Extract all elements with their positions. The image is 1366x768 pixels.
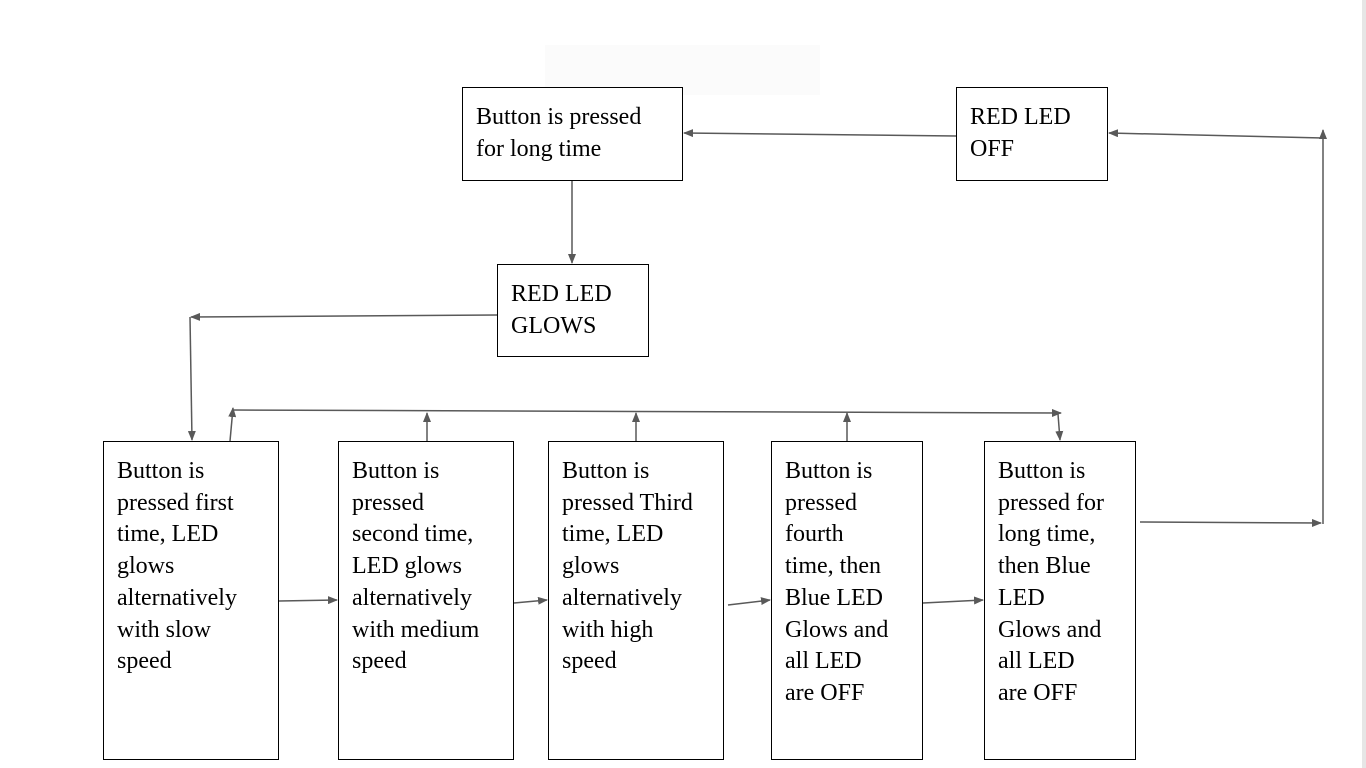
node-second-press: Button is pressed second time, LED glows… — [338, 441, 514, 760]
node-third-press: Button is pressed Third time, LED glows … — [548, 441, 724, 760]
arrow-first-to-second — [278, 596, 338, 605]
arrow-third-to-fourth — [727, 597, 771, 606]
arrow-right-rail-to-red-off — [1108, 129, 1324, 139]
arrow-second-to-third — [513, 596, 548, 605]
node-red-led-off: RED LED OFF — [956, 87, 1108, 181]
arrow-last-to-right-rail — [1139, 518, 1322, 527]
page-right-edge — [1362, 0, 1366, 768]
faint-background-bar — [545, 45, 820, 95]
node-long-press-bottom: Button is pressed for long time, then Bl… — [984, 441, 1136, 760]
node-first-press: Button is pressed first time, LED glows … — [103, 441, 279, 760]
arrow-red-glows-to-left — [190, 312, 498, 321]
arrow-red-off-to-long-press — [683, 129, 957, 138]
arrow-bus-down-to-last — [1055, 413, 1064, 441]
bus-line — [232, 408, 1062, 417]
arrow-left-drop-to-first — [187, 316, 196, 441]
node-long-press-top: Button is pressed for long time — [462, 87, 683, 181]
arrow-fourth-to-last — [922, 596, 984, 605]
arrow-first-up — [228, 407, 237, 442]
node-fourth-press: Button is pressed fourth time, then Blue… — [771, 441, 923, 760]
node-red-led-glows: RED LED GLOWS — [497, 264, 649, 357]
